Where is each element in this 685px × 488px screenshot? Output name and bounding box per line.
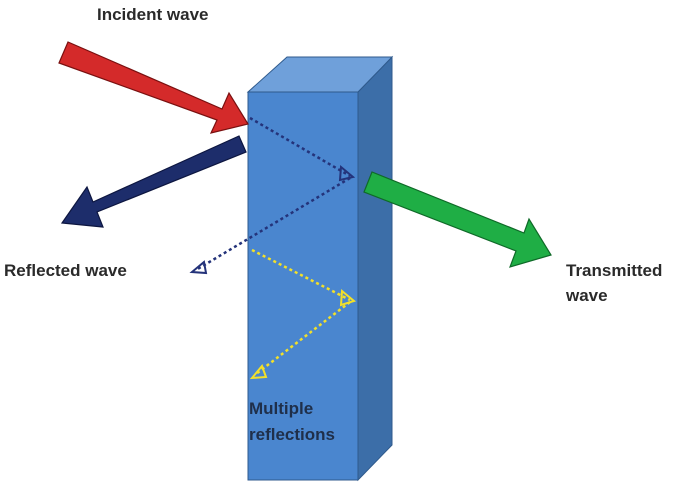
multiple-reflections-path xyxy=(251,248,351,375)
slab-front-face xyxy=(247,91,359,481)
incident-wave-label: Incident wave xyxy=(97,5,208,24)
multiple-reflections-label-line2: reflections xyxy=(249,425,335,444)
transmitted-arrow xyxy=(363,171,552,268)
reflected-wave-label: Reflected wave xyxy=(4,261,127,280)
transmitted-wave-label-line2: wave xyxy=(565,286,608,305)
multiple-reflections-label-line1: Multiple xyxy=(249,399,313,418)
internal-arrowhead-left xyxy=(189,260,208,275)
transmitted-wave-label-line1: Transmitted xyxy=(566,261,662,280)
multiple-arrowhead-right xyxy=(339,288,357,307)
multiple-arrowhead-left xyxy=(249,364,268,380)
incident-arrow xyxy=(58,41,249,134)
internal-transmission-path xyxy=(195,116,351,272)
internal-arrowhead-right xyxy=(338,164,356,182)
reflected-arrow xyxy=(60,135,247,228)
slab-side-face xyxy=(357,55,393,482)
